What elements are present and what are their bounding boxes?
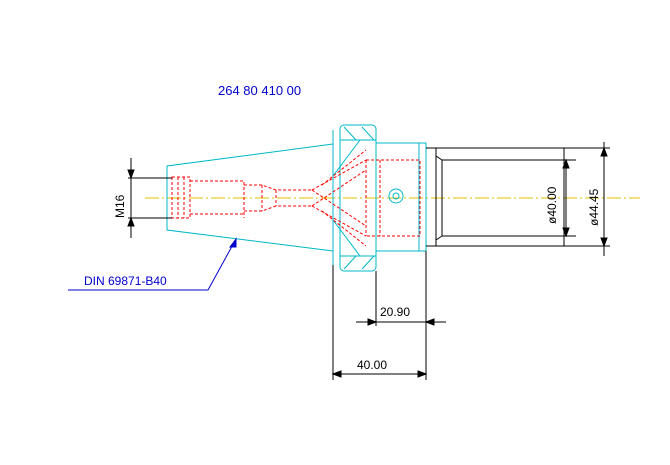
dimension-bore [562, 158, 576, 238]
flange-groove-line [343, 255, 357, 270]
collar-outline [375, 142, 427, 252]
dimension-bore-label: ø40.00 [545, 186, 559, 224]
flange-groove-line [361, 255, 375, 270]
shank-body [426, 147, 565, 247]
dimension-thread [127, 158, 172, 238]
screw-circle [388, 188, 404, 204]
dimension-outer-label: ø44.45 [587, 188, 601, 226]
tool-holder-outline [166, 124, 427, 272]
taper-outline [166, 143, 334, 252]
standard-leader [68, 237, 237, 291]
thread-bore-hidden [171, 176, 191, 219]
dimension-flange-label: 20.90 [380, 305, 410, 319]
dimension-thread-label: M16 [113, 194, 127, 218]
part-number-label: 264 80 410 00 [218, 83, 301, 98]
flange-groove-line [343, 126, 357, 141]
standard-label: DIN 69871-B40 [84, 274, 167, 288]
flange-groove-line [361, 126, 375, 141]
dimension-flange [356, 251, 446, 326]
dimension-length-label: 40.00 [357, 358, 387, 372]
hidden-lines [171, 149, 421, 247]
dimension-outer [564, 142, 610, 256]
dimension-length [331, 265, 428, 380]
